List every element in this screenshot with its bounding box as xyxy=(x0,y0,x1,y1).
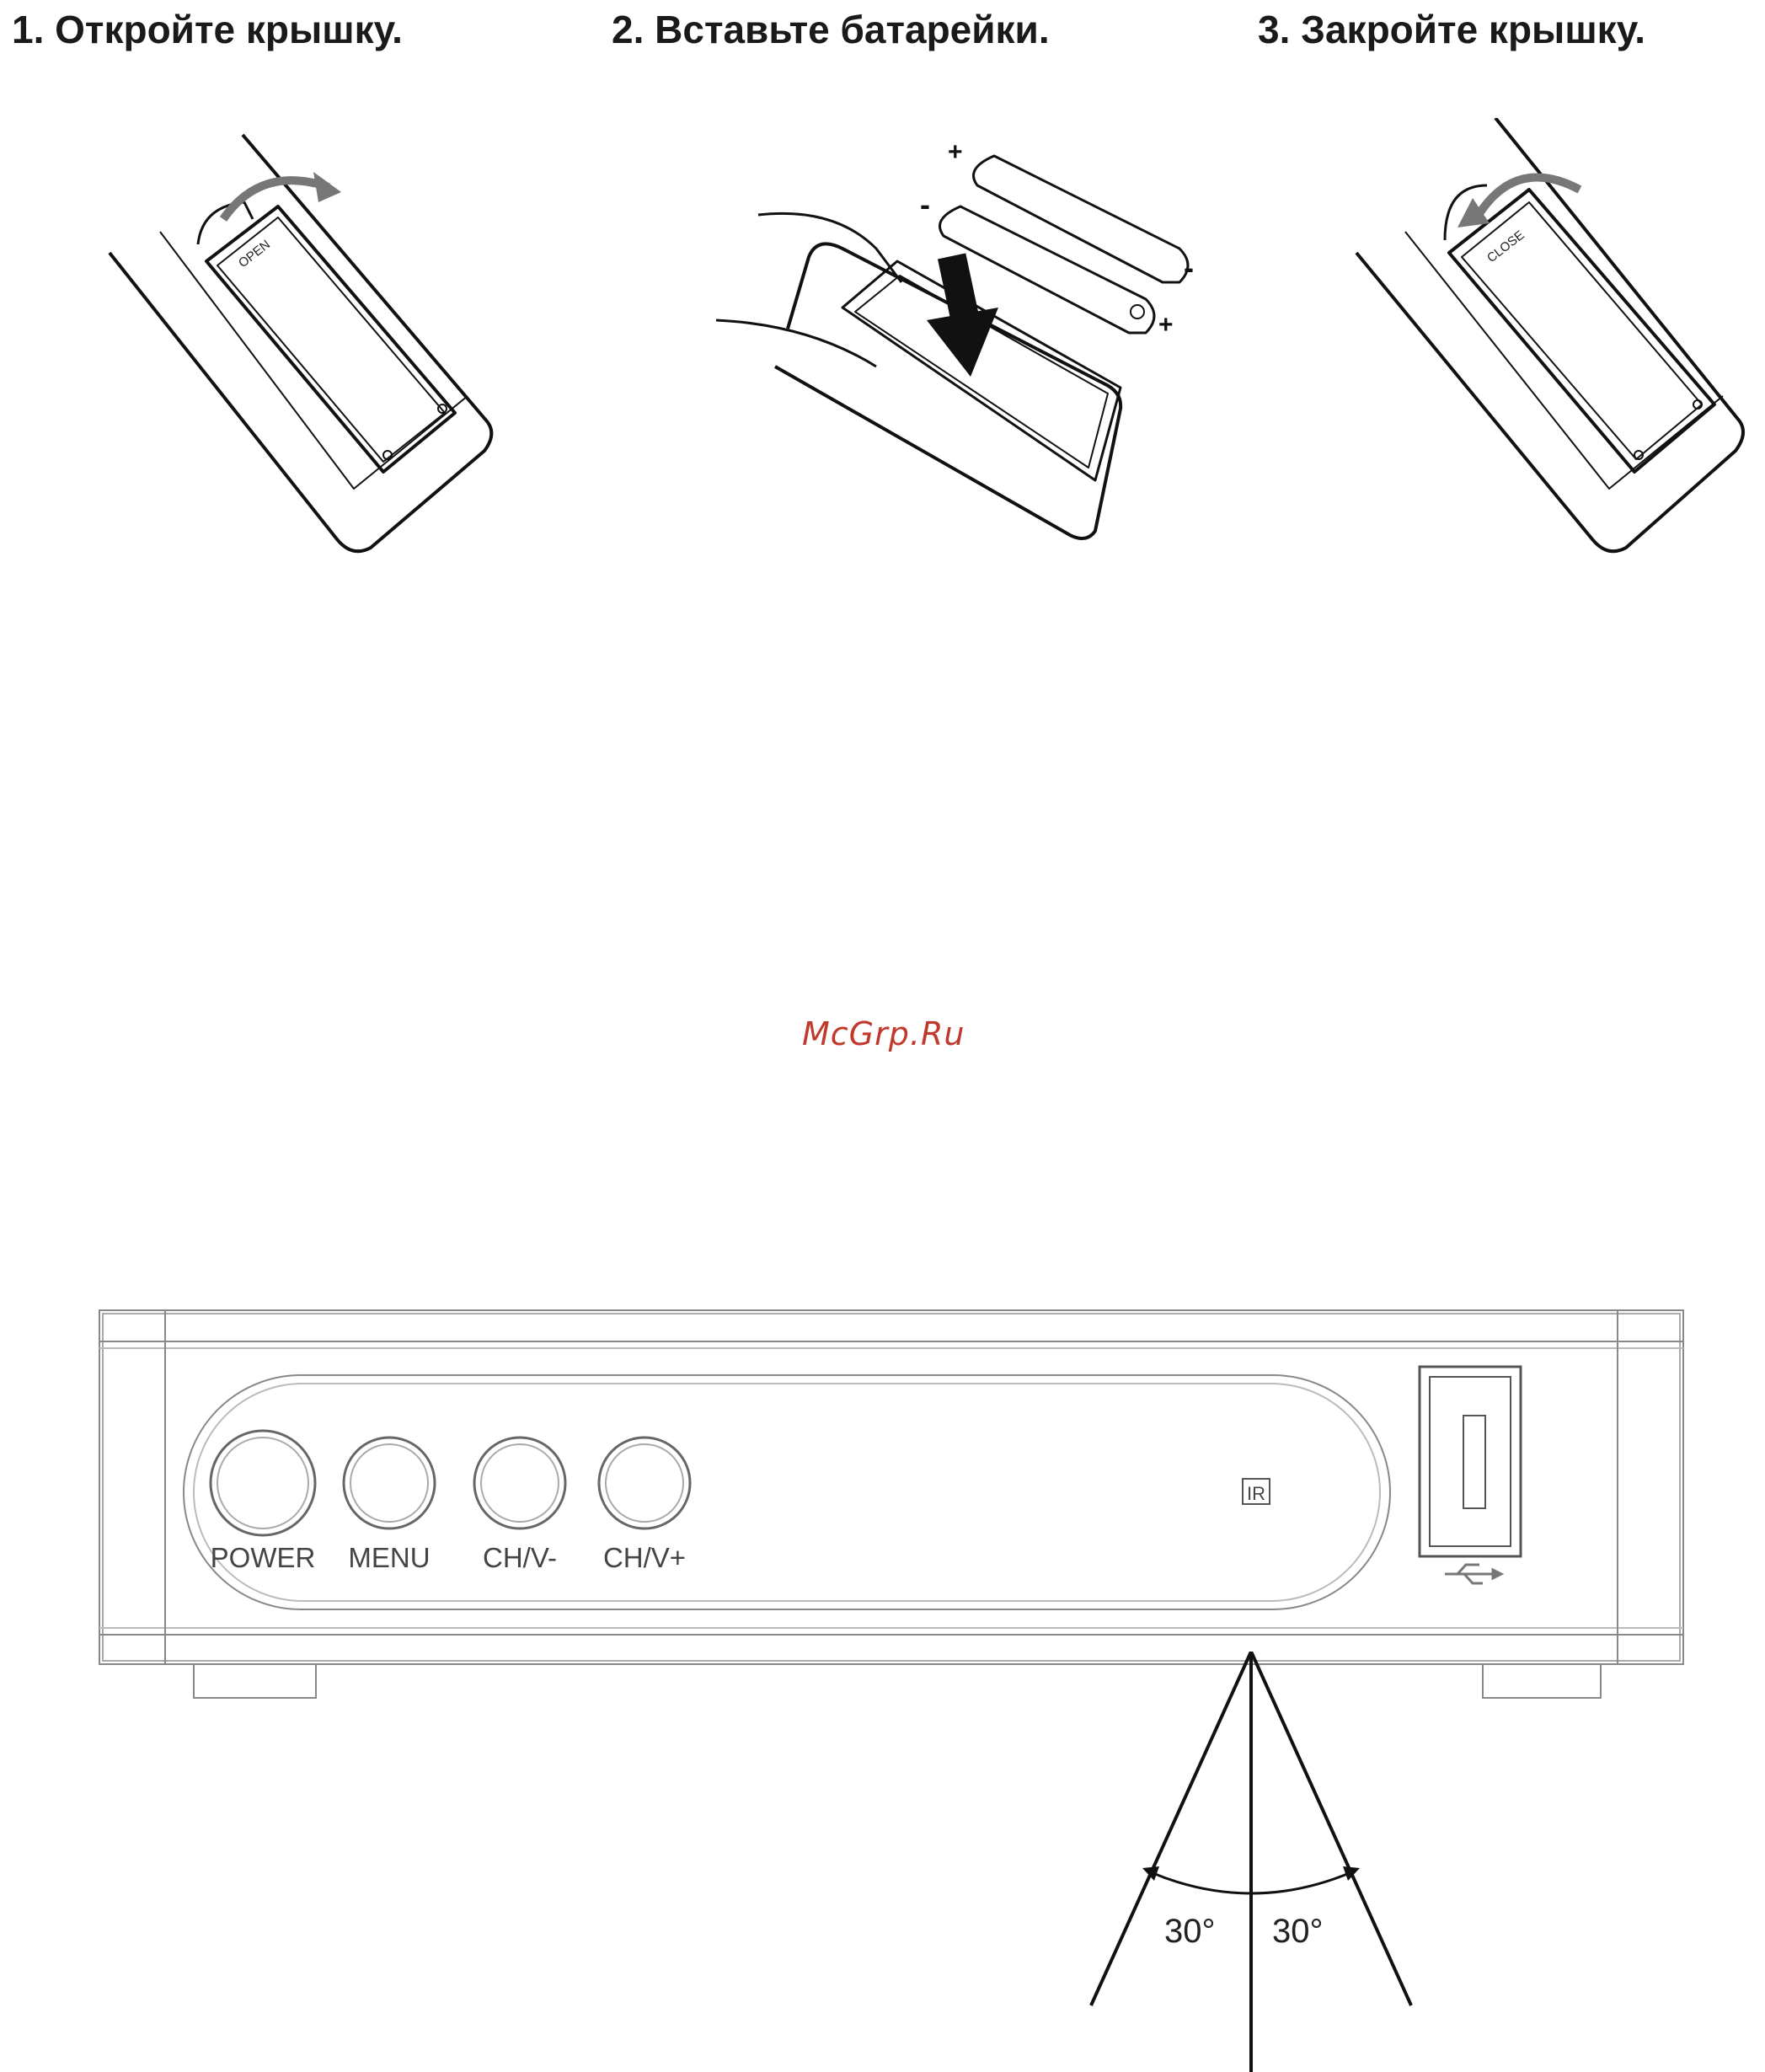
usb-icon xyxy=(1445,1565,1501,1583)
ch-v-plus-label: CH/V+ xyxy=(603,1542,686,1573)
remote-open-cover-illustration: OPEN xyxy=(84,118,522,556)
close-arrow-icon xyxy=(1479,177,1580,215)
step-2-title: 2. Вставьте батарейки. xyxy=(612,7,1050,52)
step-1-title: 1. Откройте крышку. xyxy=(12,7,403,52)
usb-port[interactable] xyxy=(1420,1367,1521,1556)
remote-body-edge xyxy=(160,232,468,489)
open-arrow-icon xyxy=(223,180,329,219)
front-display-panel xyxy=(184,1375,1390,1609)
angle-right-label: 30° xyxy=(1272,1913,1324,1950)
foot-left xyxy=(194,1664,316,1698)
remote-body-outline xyxy=(110,135,491,551)
polarity-plus-right: + xyxy=(1158,311,1174,339)
angle-left-label: 30° xyxy=(1164,1913,1216,1950)
menu-button[interactable] xyxy=(344,1438,435,1529)
receiver-front-panel-diagram: POWER MENU CH/V- CH/V+ IR xyxy=(84,1289,1702,1711)
remote-close-cover-illustration: CLOSE xyxy=(1340,118,1761,556)
cover-tab xyxy=(198,202,253,244)
ch-v-minus-button[interactable] xyxy=(474,1438,565,1529)
step-3-title: 3. Закройте крышку. xyxy=(1258,7,1645,52)
ir-right-boundary xyxy=(1251,1652,1411,2005)
power-button-label: POWER xyxy=(211,1542,316,1573)
foot-right xyxy=(1483,1664,1601,1698)
battery-top xyxy=(974,156,1189,282)
ch-v-plus-button[interactable] xyxy=(599,1438,690,1529)
insert-batteries-illustration: + - - + xyxy=(708,131,1196,569)
polarity-plus-top: + xyxy=(948,138,963,166)
watermark: McGrp.Ru xyxy=(802,1015,965,1052)
remote-body-outline xyxy=(1356,118,1743,551)
power-button[interactable] xyxy=(211,1431,315,1535)
battery-cover xyxy=(1449,190,1714,472)
ir-left-boundary xyxy=(1091,1652,1251,2005)
ir-label: IR xyxy=(1247,1483,1265,1504)
polarity-minus-top: - xyxy=(920,187,930,222)
ir-reception-angle-diagram: 30° 30° xyxy=(1070,1652,1432,2072)
hand-outline xyxy=(716,213,901,367)
polarity-minus-right: - xyxy=(1184,250,1194,285)
receiver-body xyxy=(99,1310,1683,1664)
ch-v-minus-label: CH/V- xyxy=(483,1542,557,1573)
cover-label: OPEN xyxy=(236,238,273,271)
menu-button-label: MENU xyxy=(348,1542,430,1573)
insert-arrow-icon xyxy=(927,253,998,377)
